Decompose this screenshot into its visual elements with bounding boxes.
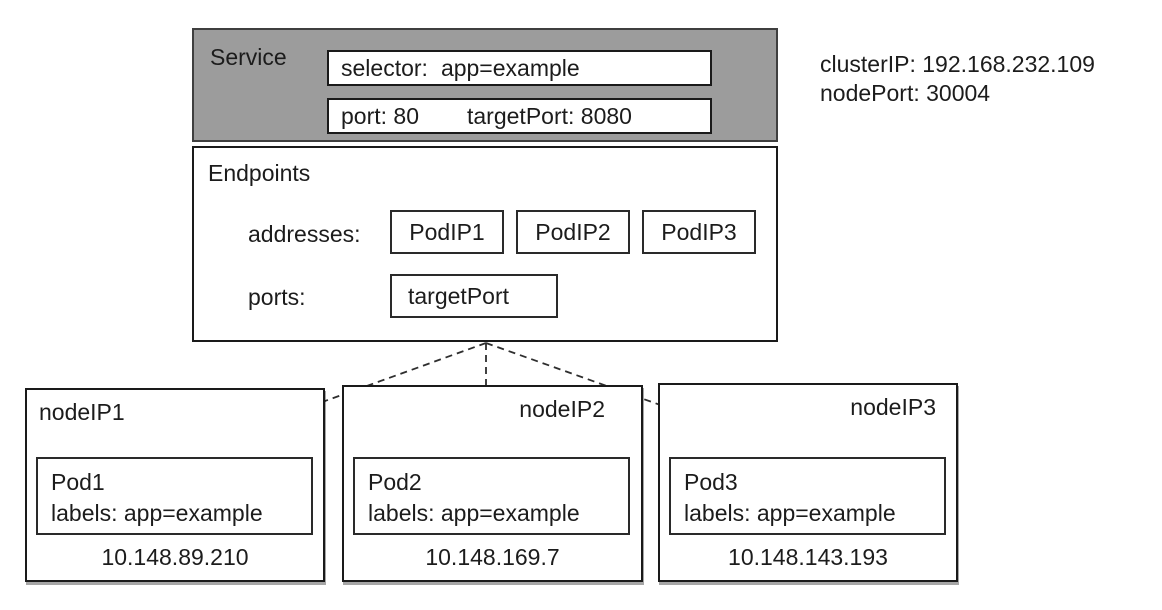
- ports-label: ports:: [248, 284, 306, 310]
- selector-label: selector:: [341, 54, 428, 81]
- podip1-label: PodIP1: [409, 218, 485, 245]
- node1-box: nodeIP1 Pod1 labels: app=example 10.148.…: [25, 388, 325, 582]
- node-port-label: nodePort:: [820, 80, 920, 106]
- targetport-label: targetPort: [408, 282, 509, 309]
- service-target-port: targetPort: 8080: [467, 102, 632, 129]
- pod3-labels: labels: app=example: [684, 500, 896, 526]
- node2-ip: 10.148.169.7: [425, 544, 560, 570]
- service-selector-box: selector: app=example: [327, 50, 712, 86]
- pod2-labels: labels: app=example: [368, 500, 580, 526]
- service-box: Service selector: app=example port: 80 t…: [192, 28, 778, 142]
- node2-box: nodeIP2 Pod2 labels: app=example 10.148.…: [342, 385, 643, 582]
- pod1-labels: labels: app=example: [51, 500, 263, 526]
- endpoints-box: Endpoints addresses: PodIP1 PodIP2 PodIP…: [192, 146, 778, 342]
- node3-name: nodeIP3: [850, 394, 936, 420]
- podip3-label: PodIP3: [661, 218, 737, 245]
- addresses-label: addresses:: [248, 221, 361, 247]
- cluster-ip-line: clusterIP: 192.168.232.109: [820, 50, 1095, 79]
- pod3-name: Pod3: [684, 469, 738, 495]
- pod1-box: Pod1 labels: app=example: [36, 457, 313, 535]
- node-port-value: 30004: [926, 80, 991, 106]
- pod1-name: Pod1: [51, 469, 105, 495]
- service-port: port: 80: [341, 102, 419, 129]
- cluster-ip-label: clusterIP:: [820, 51, 916, 77]
- node1-ip: 10.148.89.210: [101, 544, 249, 570]
- podip1-box: PodIP1: [390, 210, 504, 254]
- node3-ip: 10.148.143.193: [728, 544, 888, 570]
- podip3-box: PodIP3: [642, 210, 756, 254]
- cluster-ip-value: 192.168.232.109: [922, 51, 1095, 77]
- podip2-label: PodIP2: [535, 218, 611, 245]
- pod2-name: Pod2: [368, 469, 422, 495]
- node1-name: nodeIP1: [39, 399, 125, 425]
- service-title: Service: [210, 44, 287, 70]
- targetport-box: targetPort: [390, 274, 558, 318]
- node-port-line: nodePort: 30004: [820, 79, 1095, 108]
- pod3-box: Pod3 labels: app=example: [669, 457, 946, 535]
- service-ports-box: port: 80 targetPort: 8080: [327, 98, 712, 134]
- node3-box: nodeIP3 Pod3 labels: app=example 10.148.…: [658, 383, 958, 582]
- podip2-box: PodIP2: [516, 210, 630, 254]
- pod2-box: Pod2 labels: app=example: [353, 457, 630, 535]
- endpoints-title: Endpoints: [208, 160, 311, 186]
- node2-name: nodeIP2: [519, 396, 605, 422]
- selector-value: app=example: [440, 54, 580, 81]
- cluster-info: clusterIP: 192.168.232.109 nodePort: 300…: [820, 50, 1095, 108]
